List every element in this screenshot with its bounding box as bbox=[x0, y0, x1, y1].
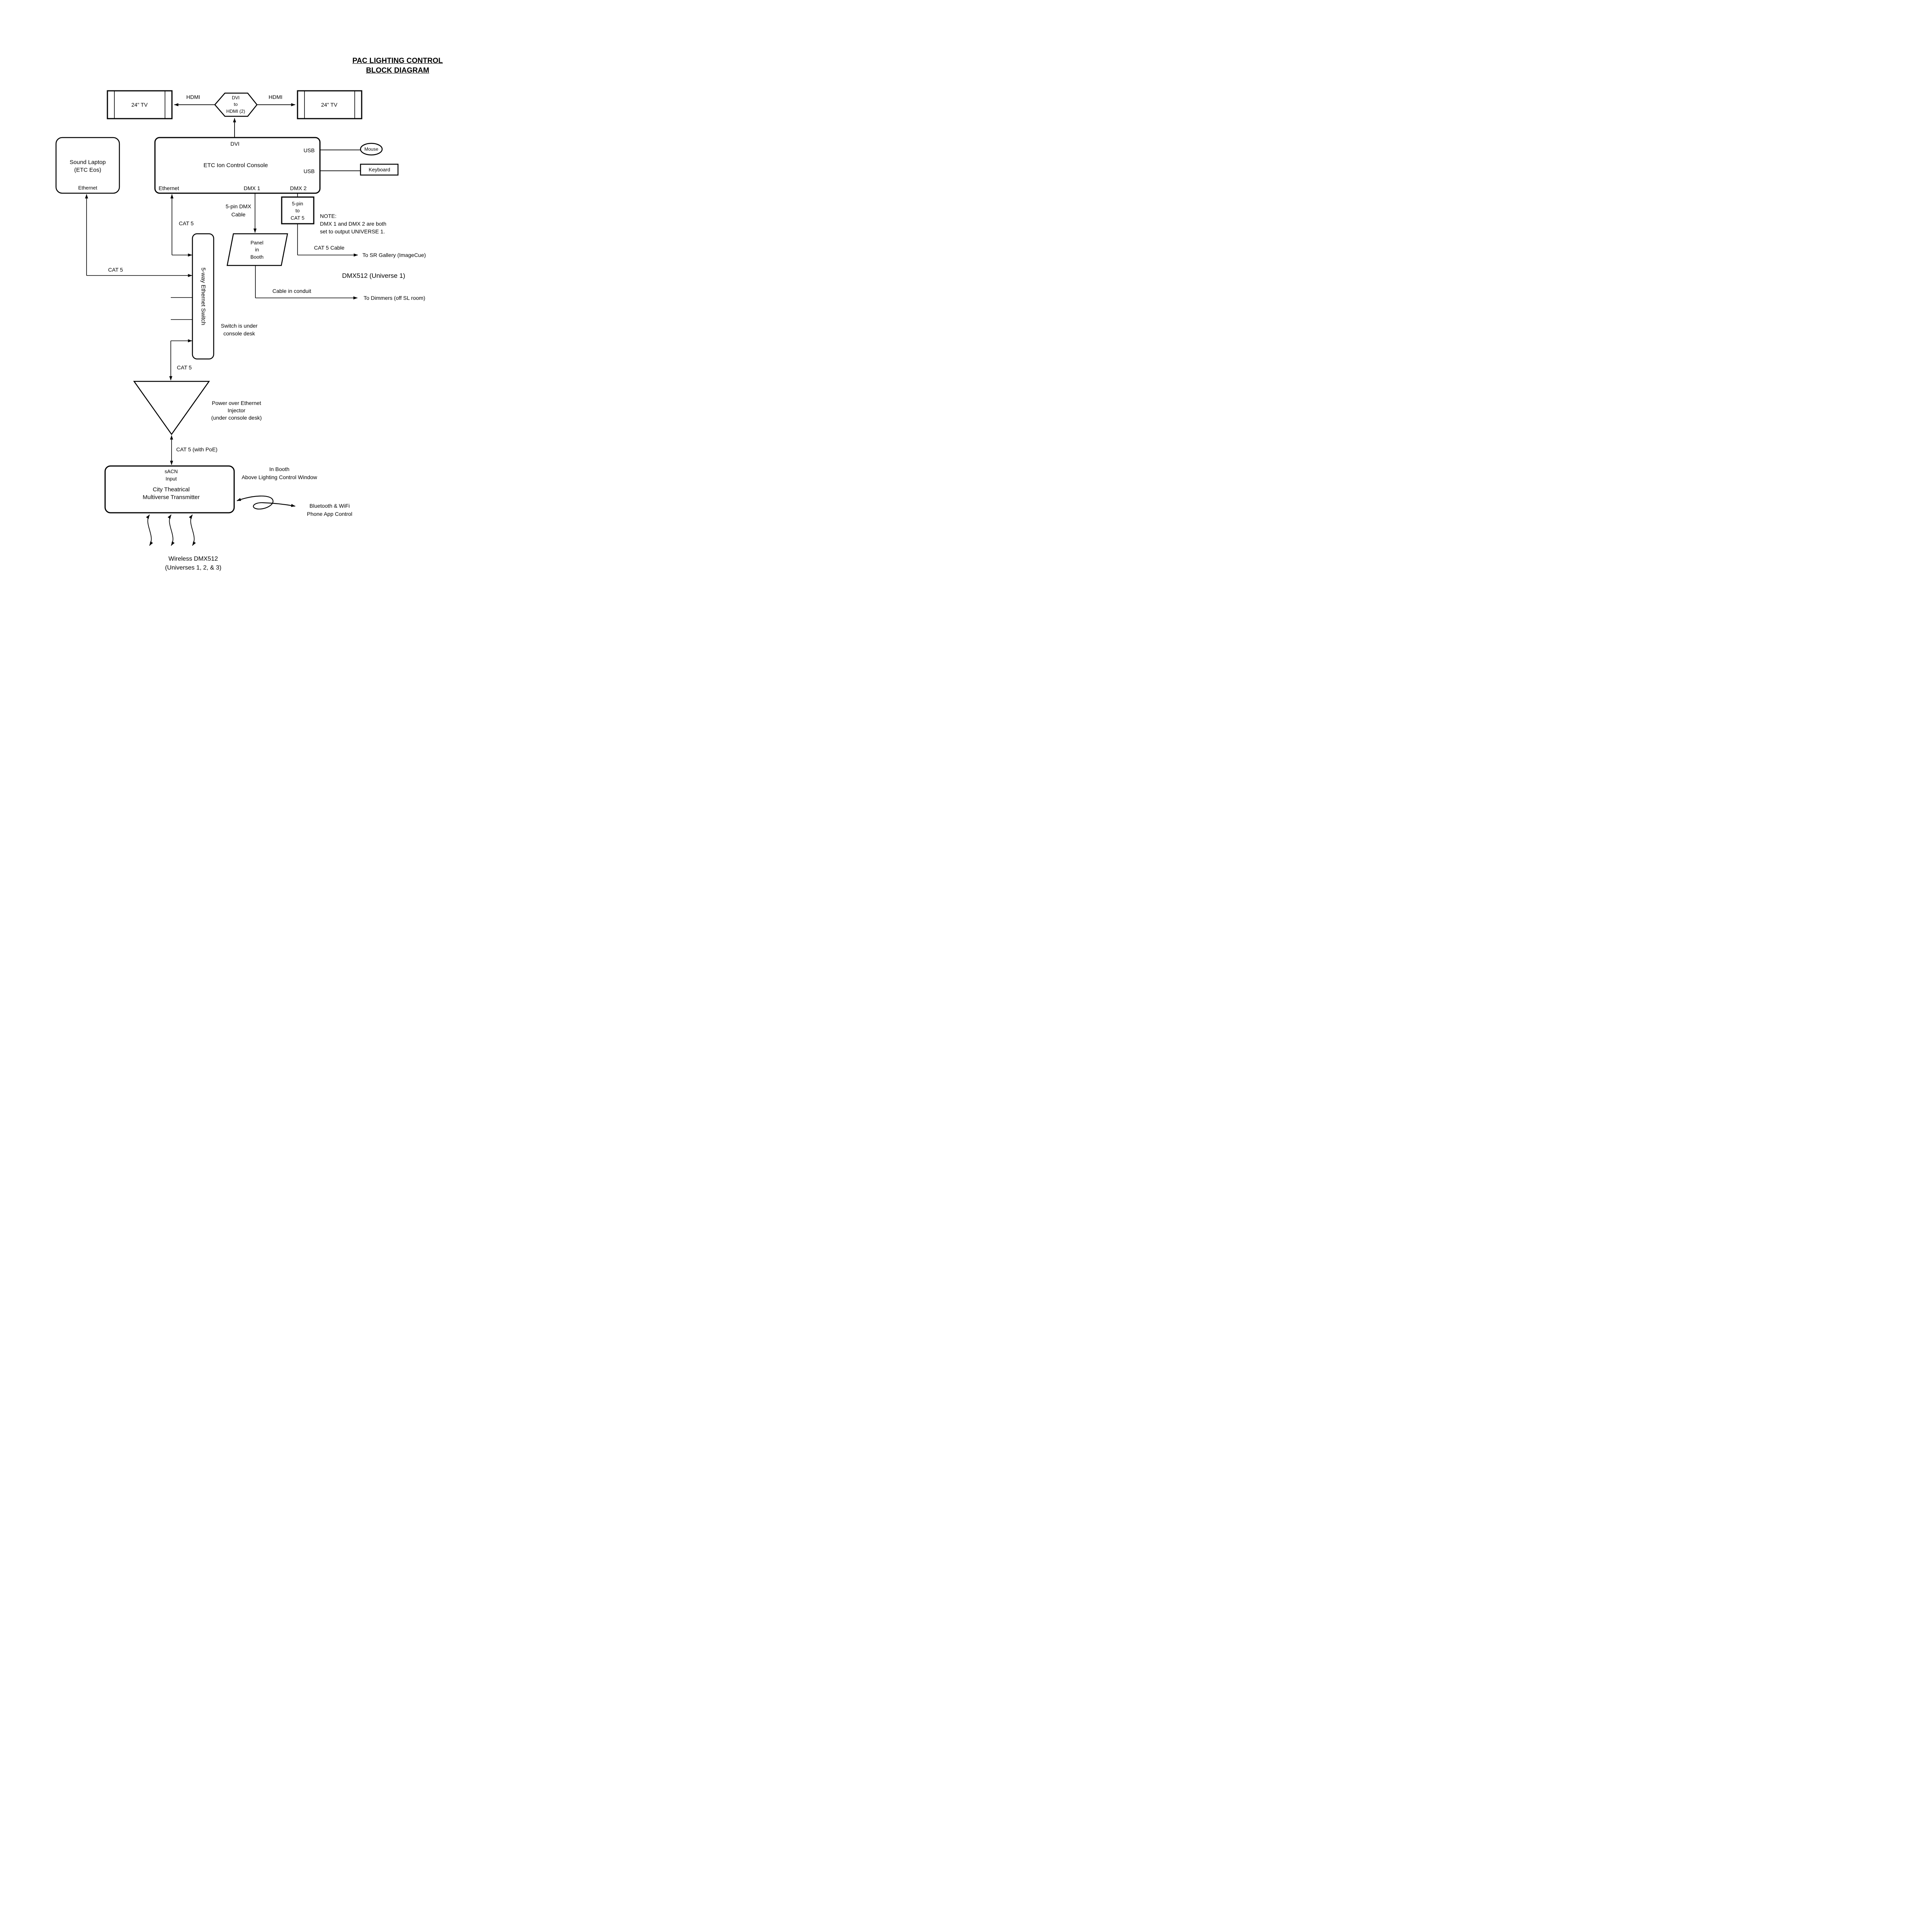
ethernet-switch-name: 5-way Ethernet Switch bbox=[200, 267, 207, 325]
tv-left-shape bbox=[107, 90, 173, 119]
bluetooth-squiggle-arrow bbox=[236, 495, 296, 510]
console-port-usb-bottom: USB bbox=[303, 168, 315, 174]
tv-left-label: 24" TV bbox=[131, 102, 148, 108]
ethernet-switch-shape bbox=[192, 233, 214, 360]
transmitter-name-line2: Multiverse Transmitter bbox=[143, 494, 200, 501]
diagram-title-line1: PAC LIGHTING CONTROL bbox=[352, 57, 443, 65]
laptop-port-ethernet: Ethernet bbox=[78, 185, 97, 191]
panel-line1: Panel bbox=[250, 240, 264, 246]
wireless-wave-1 bbox=[146, 514, 153, 546]
to-sr-gallery-label: To SR Gallery (ImageCue) bbox=[362, 252, 426, 258]
poe-injector-line3: (under console desk) bbox=[211, 415, 262, 421]
keyboard-label: Keyboard bbox=[369, 167, 390, 173]
pin-adapter-line2: to bbox=[295, 207, 300, 214]
poe-injector-line1: Power over Ethernet bbox=[212, 400, 261, 406]
panel-shape bbox=[226, 233, 288, 266]
poe-injector-line2: Injector bbox=[228, 407, 245, 413]
console-port-usb-top: USB bbox=[303, 147, 315, 153]
mouse-label: Mouse bbox=[364, 146, 379, 152]
laptop-name-line1: Sound Laptop bbox=[70, 159, 106, 166]
transmitter-name-line1: City Theatrical bbox=[153, 486, 190, 493]
booth-note-line1: In Booth bbox=[269, 466, 290, 472]
laptop-name-line2: (ETC Eos) bbox=[74, 167, 102, 173]
poe-injector-shape bbox=[133, 381, 210, 435]
panel-line3: Booth bbox=[250, 254, 264, 260]
adapter-line2: to bbox=[233, 102, 238, 107]
cat5-cable-label: CAT 5 Cable bbox=[314, 245, 345, 251]
block-diagram: PAC LIGHTING CONTROL BLOCK DIAGRAM 24" T… bbox=[0, 0, 493, 638]
wireless-dmx-line2: (Universes 1, 2, & 3) bbox=[165, 565, 221, 571]
console-port-dmx2: DMX 2 bbox=[290, 185, 307, 191]
panel-line2: in bbox=[255, 247, 259, 253]
cat5-laptop-label: CAT 5 bbox=[108, 267, 123, 273]
wireless-wave-2 bbox=[167, 514, 175, 546]
mouse-shape bbox=[360, 143, 383, 156]
pin-adapter-line1: 5-pin bbox=[292, 201, 303, 207]
cat5-switch-label: CAT 5 bbox=[177, 364, 192, 371]
tv-right-shape bbox=[297, 90, 362, 119]
pin-adapter-line3: CAT 5 bbox=[291, 215, 304, 221]
cable-in-conduit-label: Cable in conduit bbox=[272, 288, 311, 294]
booth-note-line2: Above Lighting Control Window bbox=[242, 474, 317, 480]
bluetooth-note-line2: Phone App Control bbox=[307, 511, 352, 517]
wireless-wave-3 bbox=[189, 514, 196, 546]
console-port-dvi: DVI bbox=[230, 141, 240, 147]
cat5-with-poe-label: CAT 5 (with PoE) bbox=[176, 446, 218, 452]
adapter-line3: HDMI (2) bbox=[226, 109, 245, 114]
diagram-shapes bbox=[55, 90, 399, 546]
transmitter-port-sacn: sACN bbox=[165, 468, 178, 474]
dmx-cable-label-line2: Cable bbox=[231, 211, 246, 218]
adapter-line1: DVI bbox=[231, 95, 240, 100]
diagram-title-line2: BLOCK DIAGRAM bbox=[366, 66, 429, 75]
cat5-console-label: CAT 5 bbox=[179, 220, 194, 226]
console-shape bbox=[154, 137, 321, 194]
console-port-ethernet: Ethernet bbox=[158, 185, 179, 191]
transmitter-shape bbox=[104, 465, 235, 514]
switch-note-line1: Switch is under bbox=[221, 323, 258, 329]
transmitter-port-input: Input bbox=[165, 476, 177, 482]
wireless-dmx-line1: Wireless DMX512 bbox=[168, 556, 218, 562]
console-name: ETC Ion Control Console bbox=[203, 162, 268, 169]
console-port-dmx1: DMX 1 bbox=[243, 185, 260, 191]
dmx-cable-label-line1: 5-pin DMX bbox=[225, 203, 252, 209]
hdmi-left-label: HDMI bbox=[186, 94, 200, 100]
bluetooth-note-line1: Bluetooth & WiFi bbox=[309, 503, 350, 509]
note-line3: set to output UNIVERSE 1. bbox=[320, 228, 385, 235]
tv-right-label: 24" TV bbox=[321, 102, 338, 108]
note-line1: NOTE: bbox=[320, 213, 337, 219]
hdmi-right-label: HDMI bbox=[269, 94, 282, 100]
switch-note-line2: console desk bbox=[223, 330, 255, 337]
to-dimmers-label: To Dimmers (off SL room) bbox=[364, 295, 425, 301]
laptop-shape bbox=[55, 137, 120, 194]
dmx512-universe-label: DMX512 (Universe 1) bbox=[342, 272, 405, 279]
keyboard-shape bbox=[360, 163, 399, 176]
note-line2: DMX 1 and DMX 2 are both bbox=[320, 221, 386, 227]
